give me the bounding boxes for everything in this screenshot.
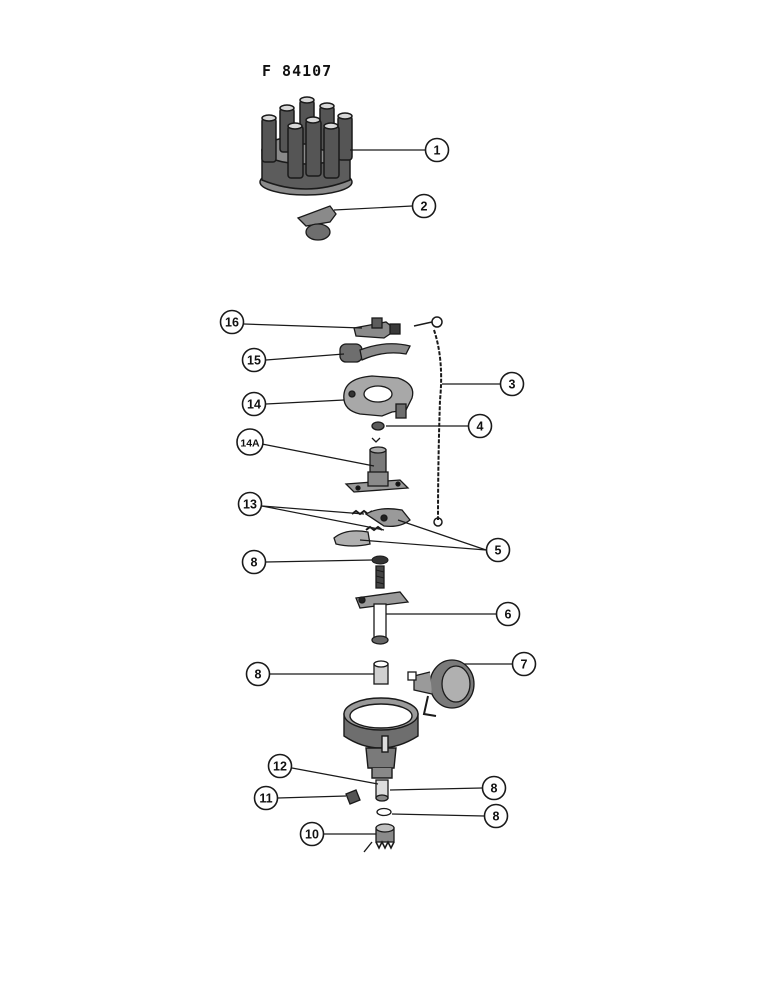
callout-circle [241, 549, 267, 575]
callout-circle [411, 193, 437, 219]
callout-circle [241, 347, 267, 373]
distributor-cap [259, 96, 353, 196]
callout-number: 12 [273, 760, 287, 774]
retainer-clip [371, 421, 385, 443]
callout-number: 13 [243, 498, 257, 512]
primary-lead [413, 316, 443, 527]
callout-c10: 10 [299, 821, 325, 847]
callout-circle [511, 651, 537, 677]
callout-number: 1 [434, 144, 441, 158]
callout-number: 11 [259, 792, 272, 806]
callout-circle [483, 803, 509, 829]
callout-c14: 14 [241, 391, 267, 417]
drive-gear [375, 823, 395, 850]
distributor-housing [343, 697, 419, 779]
callout-number: 8 [251, 556, 258, 570]
callout-circle [245, 661, 271, 687]
callout-number: 3 [509, 378, 516, 392]
drive-pin [345, 789, 361, 805]
callout-number: 8 [491, 782, 498, 796]
callout-c4: 4 [467, 413, 493, 439]
rotor [296, 205, 337, 241]
vacuum-advance [407, 659, 475, 717]
contact-points [353, 317, 401, 339]
callout-number: 15 [247, 354, 261, 368]
callout-c1: 1 [424, 137, 450, 163]
figure-id: F 84107 [262, 62, 333, 80]
callout-circle [253, 785, 279, 811]
lower-shaft [375, 779, 389, 802]
callout-circle [485, 537, 511, 563]
callout-c8c: 8 [481, 775, 507, 801]
callout-number: 6 [505, 608, 512, 622]
callout-circle [495, 601, 521, 627]
breaker-plate [343, 375, 414, 419]
callout-circle [236, 428, 264, 456]
callout-c13: 13 [237, 491, 263, 517]
callout-c5: 5 [485, 537, 511, 563]
callout-number: 5 [495, 544, 502, 558]
distributor-shaft [355, 565, 410, 645]
callout-c16: 16 [219, 309, 245, 335]
callout-c15: 15 [241, 347, 267, 373]
callout-number: 14A [240, 438, 260, 450]
callout-number: 4 [477, 420, 484, 434]
callout-c11: 11 [253, 785, 279, 811]
callout-number: 8 [493, 810, 500, 824]
callout-c3: 3 [499, 371, 525, 397]
washer [371, 555, 389, 565]
callout-circle [267, 753, 293, 779]
callout-number: 8 [255, 668, 262, 682]
callout-circle [219, 309, 245, 335]
callout-circle [299, 821, 325, 847]
callout-circle [499, 371, 525, 397]
callout-circle [424, 137, 450, 163]
callout-c7: 7 [511, 651, 537, 677]
callout-c14a: 14A [236, 428, 264, 456]
callout-c8d: 8 [483, 803, 509, 829]
cam-assembly [344, 446, 410, 493]
callout-number: 14 [247, 398, 261, 412]
callout-c8a: 8 [241, 549, 267, 575]
advance-weights [333, 508, 411, 547]
callout-number: 7 [521, 658, 528, 672]
callout-circle [241, 391, 267, 417]
callout-number: 10 [305, 828, 319, 842]
callout-circle [481, 775, 507, 801]
callout-number: 2 [421, 200, 428, 214]
bushing [373, 660, 389, 685]
callout-c8b: 8 [245, 661, 271, 687]
condenser [339, 343, 411, 363]
callout-number: 16 [225, 316, 239, 330]
callout-c2: 2 [411, 193, 437, 219]
callout-circle [467, 413, 493, 439]
callout-circle [237, 491, 263, 517]
thrust-washer [376, 807, 392, 817]
callout-c6: 6 [495, 601, 521, 627]
leader-lines [243, 149, 512, 835]
callout-c12: 12 [267, 753, 293, 779]
